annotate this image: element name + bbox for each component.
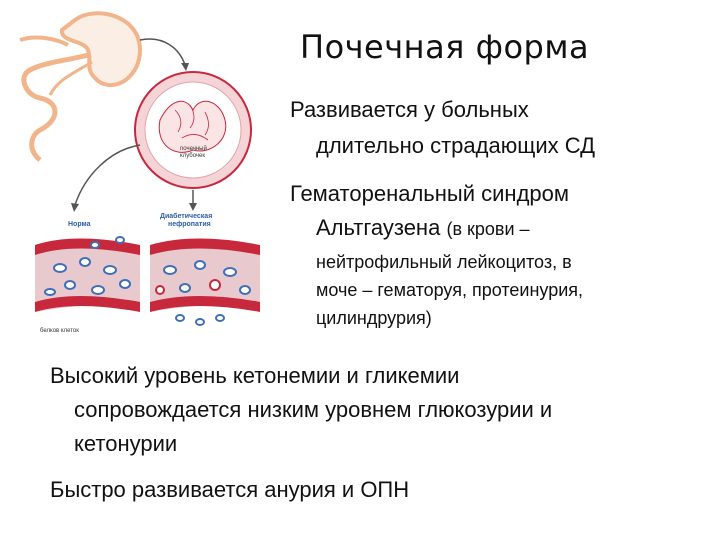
- glomerulus-label-2: клубочек: [180, 153, 205, 159]
- normal-label: Норма: [68, 221, 91, 228]
- nephropathy-label-1: Диабетическая: [160, 212, 212, 220]
- bullet-2-line-2: Альтгаузена (в крови –: [316, 214, 530, 243]
- kidney-icon: [19, 11, 143, 162]
- bullet-2-line-2-main: Альтгаузена: [316, 215, 441, 240]
- nephropathy-vessel: [150, 238, 260, 326]
- bullet-2-line-1: Гематоренальный синдром: [290, 181, 570, 206]
- arrow-kidney-to-glomerulus: [139, 38, 186, 66]
- arrow-to-normal: [74, 144, 141, 206]
- glomerulus-label-1: почечный: [180, 145, 207, 152]
- bullet-2-line-2-paren: (в крови –: [446, 219, 530, 239]
- kidney-nephropathy-illustration: почечный клубочек Норма Диабетическая не…: [19, 11, 260, 334]
- bullet-2-line-4: моче – гематоруя, протеинурия,: [316, 280, 584, 300]
- bullet-3-line-3: кетонурии: [74, 431, 178, 456]
- slide-title: Почечная форма: [300, 28, 590, 66]
- glomerulus-circle: почечный клубочек: [134, 71, 252, 189]
- bullet-2-line-5: цилиндрурия): [316, 308, 432, 328]
- illustration-caption: белков клеток: [40, 328, 79, 334]
- bullet-3-line-2: сопровождается низким уровнем глюкозурии…: [74, 397, 553, 422]
- nephropathy-label-2: нефропатия: [168, 221, 211, 228]
- bullet-1-line-2: длительно страдающих СД: [316, 133, 596, 158]
- bullet-1-line-1: Развивается у больных: [290, 97, 529, 122]
- bullet-4-line-1: Быстро развивается анурия и ОПН: [50, 477, 410, 502]
- bullet-3-line-1: Высокий уровень кетонемии и гликемии: [50, 363, 460, 388]
- bullet-2-line-3: нейтрофильный лейкоцитоз, в: [316, 252, 572, 272]
- normal-vessel: [35, 236, 140, 312]
